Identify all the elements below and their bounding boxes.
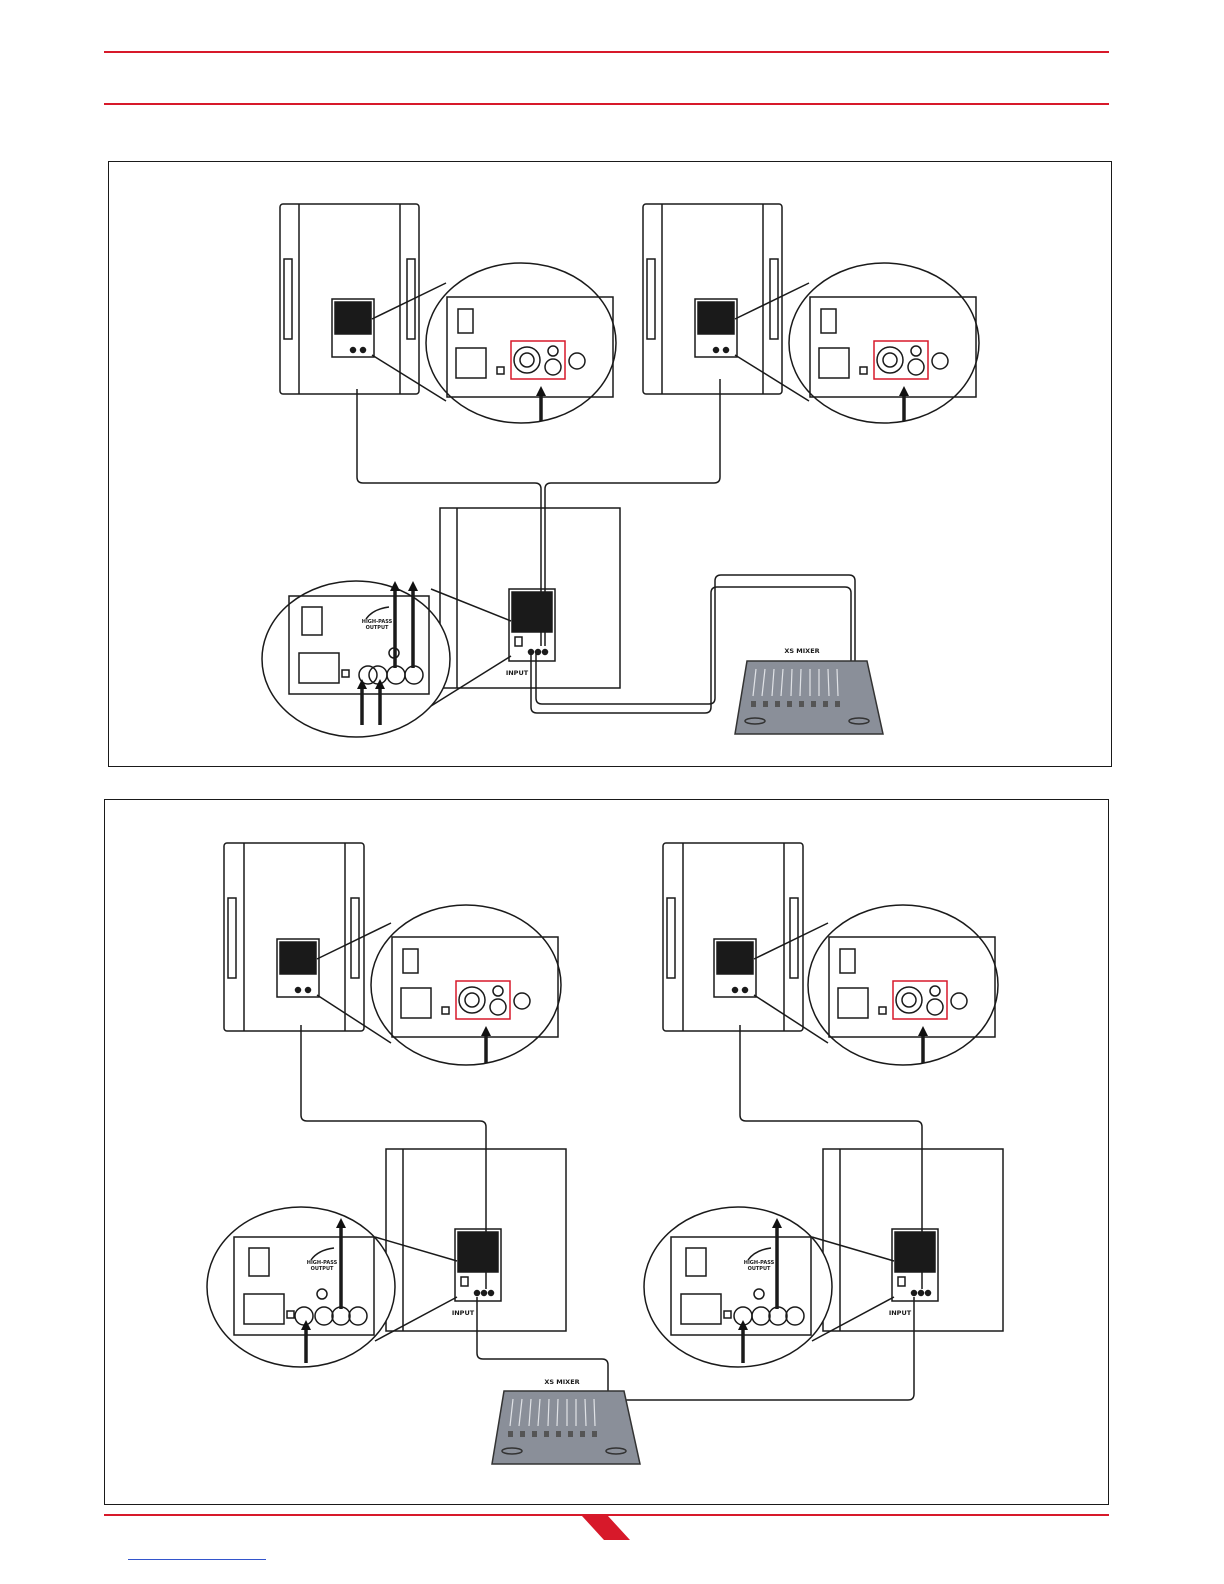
subwoofer-right-2 [823, 1149, 1003, 1331]
input-label-1: INPUT [506, 669, 529, 677]
page-corner-tab [582, 1516, 632, 1542]
mixer-label-2: XS MIXER [544, 1378, 579, 1386]
top-speaker-right-2 [663, 843, 803, 1031]
wiring-diagram-1: XS MIXER INPUT HIGH-PASS OUTPUT [109, 162, 1113, 768]
footer-underline [128, 1559, 266, 1560]
zoom-callout-top-left [372, 263, 616, 423]
wiring-diagram-2: XS MIXER INPUT INPUT HIGH-PASS OUTPUT HI… [105, 800, 1110, 1506]
zoom-callout-sub-left-2 [207, 1207, 457, 1367]
zoom-callout-sub-right-2 [644, 1207, 894, 1367]
diagram-panel-2: XS MIXER INPUT INPUT HIGH-PASS OUTPUT HI… [104, 799, 1109, 1505]
subwoofer [440, 508, 620, 688]
xs-mixer-1 [735, 661, 883, 734]
input-label-2b: INPUT [889, 1309, 912, 1317]
highpass-label-1b: OUTPUT [366, 625, 389, 631]
top-speaker-left-2 [224, 843, 364, 1031]
top-speaker-right [643, 204, 782, 394]
mixer-label-1: XS MIXER [784, 647, 819, 655]
top-speaker-left [280, 204, 419, 394]
header-rule-top [104, 51, 1109, 53]
zoom-callout-sub [262, 581, 511, 737]
highpass-label-2d: OUTPUT [748, 1266, 771, 1272]
highpass-label-2b: OUTPUT [311, 1266, 334, 1272]
zoom-callout-top-right [735, 263, 979, 423]
xs-mixer-2 [492, 1391, 640, 1464]
input-label-2a: INPUT [452, 1309, 475, 1317]
header-rule-bottom [104, 103, 1109, 105]
diagram-panel-1: XS MIXER INPUT HIGH-PASS OUTPUT [108, 161, 1112, 767]
subwoofer-left-2 [386, 1149, 566, 1331]
zoom-callout-top-left-2 [317, 905, 561, 1065]
